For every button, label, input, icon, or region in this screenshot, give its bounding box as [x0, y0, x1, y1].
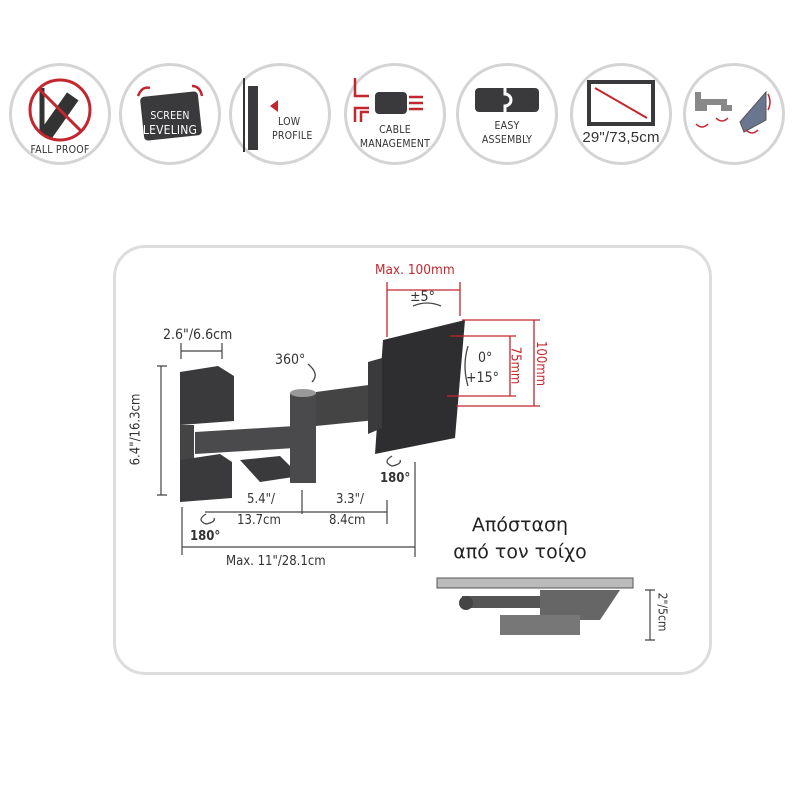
wall-distance-value: 2"/5cm — [655, 592, 670, 632]
vesa-100-label: 100mm — [533, 340, 549, 387]
swivel-label: ±5° — [410, 289, 435, 305]
arm1-length-top: 5.4"/ — [247, 492, 275, 507]
full-motion-icon — [695, 90, 771, 134]
vesa-plate — [375, 320, 465, 454]
arm-segment-2 — [316, 384, 376, 426]
feature-label-line2: MANAGEMENT — [359, 138, 431, 150]
arm2-length-bottom: 8.4cm — [329, 513, 366, 528]
dimension-lines — [157, 343, 416, 557]
feature-label-line2: LEVELING — [142, 123, 198, 137]
tilt-15-label: +15° — [466, 370, 499, 386]
feature-label-line1: LOW — [278, 116, 301, 128]
arm-segment-1 — [195, 426, 295, 454]
vesa-75-label: 75mm — [507, 346, 523, 385]
rotation-arrows — [200, 302, 469, 525]
easy-assembly-icon — [475, 88, 539, 112]
arm-joint — [290, 393, 316, 483]
feature-label-line1: CABLE — [379, 124, 411, 136]
feature-label-line2: PROFILE — [272, 130, 313, 142]
vesa-dimension-lines — [386, 282, 540, 407]
wall-distance-title-line2: από τον τοίχο — [453, 541, 587, 563]
feature-cable-management: CABLE MANAGEMENT — [344, 63, 446, 165]
wall-plate-lower — [180, 454, 232, 502]
wall-hatch — [436, 577, 634, 589]
arm2-length-top: 3.3"/ — [336, 492, 364, 507]
feature-label-line2: ASSEMBLY — [481, 134, 533, 146]
feature-screen-size: 29"/73,5cm — [570, 63, 672, 165]
wall-distance-title-line1: Απόσταση — [471, 514, 569, 536]
screen-size-icon — [587, 80, 655, 126]
rotate-180-right-label: 180° — [380, 471, 411, 486]
feature-label-line1: SCREEN — [150, 110, 190, 122]
feature-label: 29"/73,5cm — [582, 129, 660, 146]
wall-plate-upper — [180, 366, 234, 425]
feature-full-motion — [683, 63, 785, 165]
feature-label: FALL PROOF — [30, 144, 90, 156]
feature-fall-proof: FALL PROOF — [9, 63, 111, 165]
screen-leveling-icon — [136, 84, 204, 141]
feature-easy-assembly: EASY ASSEMBLY — [456, 63, 558, 165]
cable-management-icon — [353, 78, 423, 122]
fall-proof-icon — [28, 78, 92, 142]
feature-screen-leveling: SCREEN LEVELING — [119, 63, 221, 165]
low-profile-icon — [243, 78, 278, 152]
tilt-0-label: 0° — [478, 350, 493, 366]
rotate-360-label: 360° — [275, 352, 306, 368]
arm1-length-bottom: 13.7cm — [237, 513, 281, 528]
height-label: 6.4"/16.3cm — [128, 393, 144, 466]
rotate-180-left-label: 180° — [190, 529, 221, 544]
feature-low-profile: LOW PROFILE — [229, 63, 331, 165]
wall-mount-top-view — [540, 590, 620, 620]
plate-width-label: 2.6"/6.6cm — [163, 327, 233, 343]
max-vesa-label: Max. 100mm — [375, 262, 455, 278]
max-extension-label: Max. 11"/28.1cm — [226, 554, 326, 569]
feature-label-line1: EASY — [494, 120, 520, 132]
diagram-panel — [113, 245, 712, 675]
